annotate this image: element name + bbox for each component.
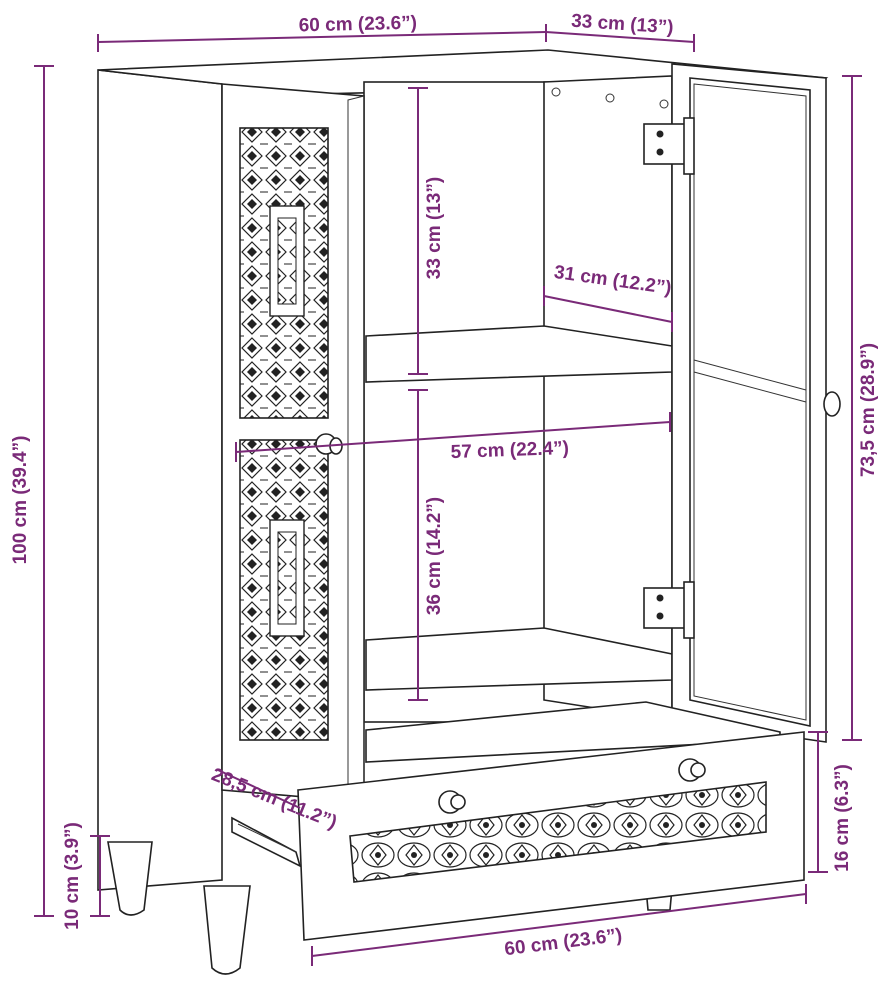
label-inner-width: 57 cm (22.4”): [450, 438, 569, 463]
label-lower-compartment: 36 cm (14.2”): [424, 497, 445, 615]
label-leg-height: 10 cm (3.9”): [62, 822, 83, 930]
label-top-width: 60 cm (23.6”): [299, 13, 418, 37]
label-upper-compartment: 33 cm (13”): [424, 177, 445, 279]
drawer: [231, 701, 805, 941]
shelf-pin-hole: [659, 99, 669, 109]
carved-panel-lower: [239, 439, 329, 741]
hinge-icon: [643, 581, 695, 639]
label-door-section-height: 73,5 cm (28.9”): [858, 343, 879, 477]
left-door: [221, 83, 365, 803]
dimension-labels: 60 cm (23.6”) 33 cm (13”) 100 cm (39.4”)…: [10, 11, 879, 961]
drawer-carved-panel: [349, 781, 767, 883]
shelf-pin-hole: [605, 93, 615, 103]
label-total-height: 100 cm (39.4”): [10, 436, 31, 565]
front-center-leg: [203, 885, 251, 975]
side-panel: [97, 69, 223, 891]
door-knob-icon: [823, 391, 841, 417]
shelf-pin-hole: [551, 87, 561, 97]
cabinet-body: [97, 49, 829, 975]
right-door: [643, 63, 841, 743]
dimension-lines: [34, 24, 862, 966]
hinge-icon: [643, 117, 695, 175]
front-left-leg: [107, 841, 153, 916]
label-drawer-height: 16 cm (6.3”): [832, 764, 853, 872]
